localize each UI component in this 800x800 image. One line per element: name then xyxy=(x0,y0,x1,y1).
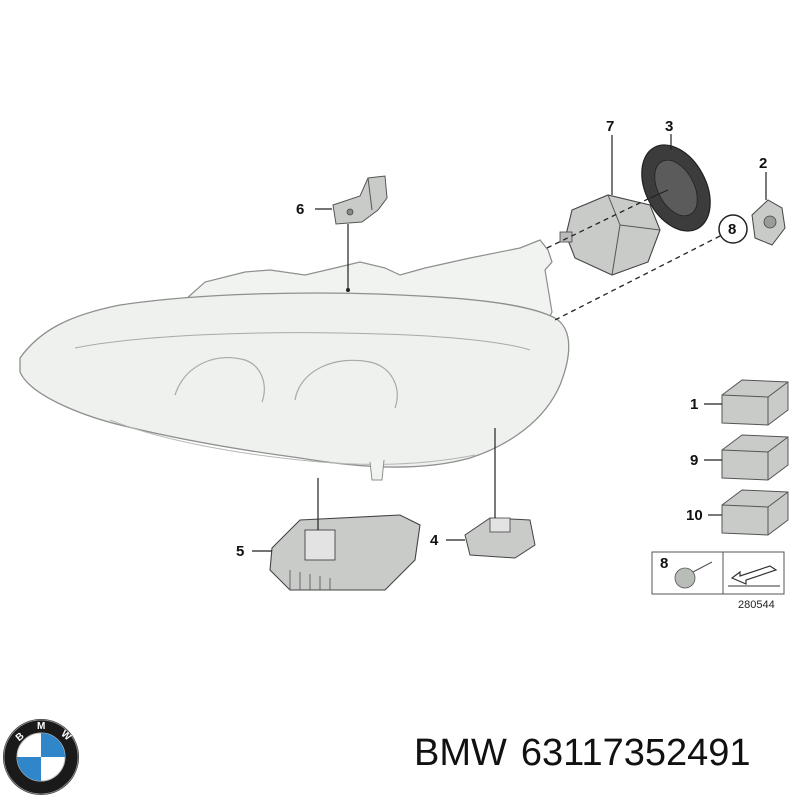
mount-tab-bottom xyxy=(369,459,385,481)
label-part-9: 9 xyxy=(690,452,698,469)
reference-number: 280544 xyxy=(738,599,775,611)
headlight-assembly xyxy=(19,239,570,481)
control-unit-part-5 xyxy=(269,514,421,591)
box-part-10 xyxy=(721,489,789,536)
label-part-1: 1 xyxy=(690,396,698,413)
projector-ring-right xyxy=(294,359,398,409)
box-part-9 xyxy=(721,434,789,481)
lens-inner-contour xyxy=(74,332,531,351)
label-part-10: 10 xyxy=(686,507,703,524)
footer-part-number: 63117352491 xyxy=(520,732,751,774)
legend-callout-8: 8 xyxy=(660,555,668,572)
label-part-4: 4 xyxy=(430,532,439,549)
label-part-8: 8 xyxy=(728,221,736,238)
svg-text:M: M xyxy=(37,721,45,732)
label-part-5: 5 xyxy=(236,543,244,560)
grease-tube-icon xyxy=(674,567,696,589)
projector-ring-left xyxy=(174,357,265,403)
box-part-1 xyxy=(721,379,789,426)
arrow-pointer-icon xyxy=(730,565,778,585)
footer-brand: BMW xyxy=(414,732,507,774)
bulb-socket-part-2 xyxy=(751,199,786,246)
label-part-2: 2 xyxy=(759,155,767,172)
led-module-part-4 xyxy=(464,517,536,559)
legend-box xyxy=(651,551,785,595)
label-part-3: 3 xyxy=(665,118,673,135)
label-part-6: 6 xyxy=(296,201,304,218)
actuator-part-7 xyxy=(559,194,661,276)
label-part-7: 7 xyxy=(606,118,614,135)
bmw-logo-icon: B M W xyxy=(3,719,79,795)
housing-lower-edge xyxy=(109,419,476,465)
cover-cap-part-3 xyxy=(641,144,711,232)
headlight-lens xyxy=(19,292,570,468)
mount-tab-right xyxy=(519,239,553,271)
footer-caption: BMW 63117352491 xyxy=(414,732,765,775)
callout-circle-8 xyxy=(718,214,748,244)
bracket-part-6 xyxy=(332,175,388,225)
